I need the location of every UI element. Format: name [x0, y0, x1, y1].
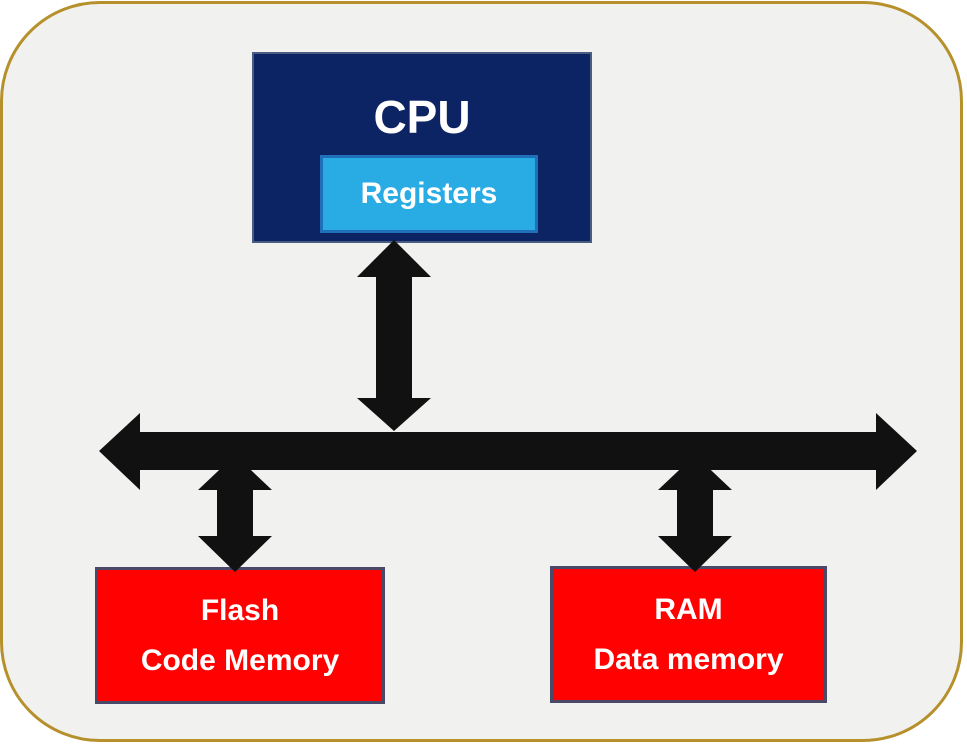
registers-label: Registers	[360, 177, 498, 210]
ram-label-line1: RAM	[654, 592, 723, 626]
flash-label-line2: Code Memory	[140, 643, 340, 677]
flash-memory-block: Flash Code Memory	[95, 567, 385, 704]
ram-label-line2: Data memory	[593, 642, 784, 676]
cpu-label: CPU	[373, 91, 471, 143]
registers-block: Registers	[320, 155, 538, 233]
cpu-block: CPU Registers	[252, 52, 592, 243]
ram-memory-block: RAM Data memory	[550, 566, 827, 703]
flash-label-line1: Flash	[200, 593, 280, 627]
